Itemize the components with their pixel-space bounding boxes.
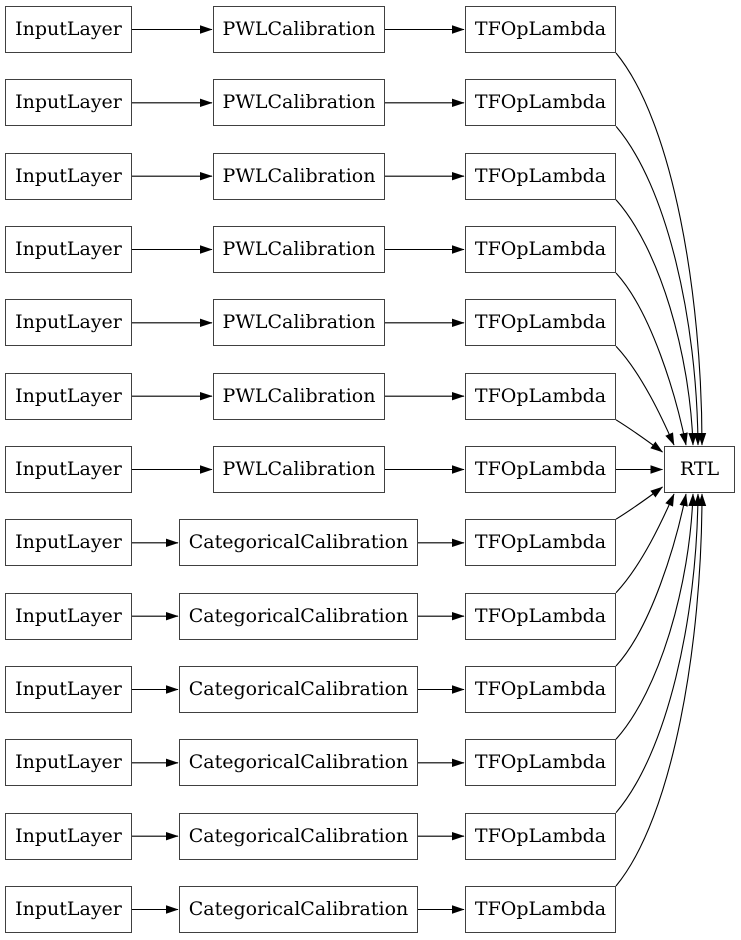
node-categoricalcalibration-10: CategoricalCalibration bbox=[179, 665, 418, 713]
node-categoricalcalibration-12-label: CategoricalCalibration bbox=[188, 824, 409, 847]
node-categoricalcalibration-10-label: CategoricalCalibration bbox=[188, 677, 409, 700]
node-rtl: RTL bbox=[664, 445, 735, 493]
node-tfoplambda-12: TFOpLambda bbox=[465, 812, 616, 860]
edge-lambda-4-to-rtl bbox=[615, 272, 688, 446]
node-tfoplambda-9: TFOpLambda bbox=[465, 592, 616, 640]
node-tfoplambda-6: TFOpLambda bbox=[465, 372, 616, 420]
edge-lambda-5-to-rtl bbox=[615, 345, 675, 446]
node-pwlcalibration-1: PWLCalibration bbox=[213, 6, 385, 53]
edge-lambda-8-to-rtl bbox=[615, 486, 663, 520]
node-tfoplambda-2: TFOpLambda bbox=[465, 79, 616, 127]
node-categoricalcalibration-8-label: CategoricalCalibration bbox=[188, 531, 409, 554]
edge-lambda-10-to-rtl bbox=[615, 493, 688, 667]
node-tfoplambda-3-label: TFOpLambda bbox=[474, 164, 607, 187]
node-pwlcalibration-1-label: PWLCalibration bbox=[222, 18, 376, 40]
node-tfoplambda-5: TFOpLambda bbox=[465, 299, 616, 347]
node-inputlayer-4: InputLayer bbox=[5, 225, 132, 273]
edge-lambda-1-to-rtl bbox=[615, 52, 707, 446]
node-pwlcalibration-7-label: PWLCalibration bbox=[222, 457, 376, 480]
node-inputlayer-8-label: InputLayer bbox=[15, 531, 122, 554]
node-pwlcalibration-7: PWLCalibration bbox=[213, 445, 385, 493]
node-tfoplambda-1: TFOpLambda bbox=[465, 6, 616, 53]
node-inputlayer-7: InputLayer bbox=[5, 445, 132, 493]
node-inputlayer-10-label: InputLayer bbox=[15, 677, 122, 700]
node-rtl-label: RTL bbox=[679, 457, 720, 480]
edge-lambda-2-to-rtl bbox=[615, 125, 703, 446]
node-inputlayer-2-label: InputLayer bbox=[15, 91, 122, 114]
node-inputlayer-3-label: InputLayer bbox=[15, 164, 122, 187]
node-pwlcalibration-4: PWLCalibration bbox=[213, 225, 385, 273]
node-inputlayer-3: InputLayer bbox=[5, 152, 132, 200]
edge-lambda-12-to-rtl bbox=[615, 493, 703, 814]
node-tfoplambda-2-label: TFOpLambda bbox=[474, 91, 607, 114]
node-inputlayer-11-label: InputLayer bbox=[15, 751, 122, 774]
node-tfoplambda-13-label: TFOpLambda bbox=[474, 897, 607, 920]
node-inputlayer-1: InputLayer bbox=[5, 6, 132, 53]
edge-lambda-9-to-rtl bbox=[615, 493, 675, 594]
node-categoricalcalibration-11-label: CategoricalCalibration bbox=[188, 751, 409, 774]
node-categoricalcalibration-13-label: CategoricalCalibration bbox=[188, 897, 409, 920]
node-tfoplambda-11: TFOpLambda bbox=[465, 739, 616, 787]
node-inputlayer-2: InputLayer bbox=[5, 79, 132, 127]
edge-lambda-3-to-rtl bbox=[615, 199, 697, 446]
node-inputlayer-8: InputLayer bbox=[5, 519, 132, 567]
node-inputlayer-5-label: InputLayer bbox=[15, 311, 122, 334]
node-inputlayer-9-label: InputLayer bbox=[15, 604, 122, 627]
node-tfoplambda-12-label: TFOpLambda bbox=[474, 824, 607, 847]
node-categoricalcalibration-11: CategoricalCalibration bbox=[179, 739, 418, 787]
node-inputlayer-11: InputLayer bbox=[5, 739, 132, 787]
node-inputlayer-13: InputLayer bbox=[5, 885, 132, 933]
node-tfoplambda-1-label: TFOpLambda bbox=[474, 18, 607, 40]
node-tfoplambda-7: TFOpLambda bbox=[465, 445, 616, 493]
node-pwlcalibration-6-label: PWLCalibration bbox=[222, 384, 376, 407]
node-tfoplambda-10: TFOpLambda bbox=[465, 665, 616, 713]
node-tfoplambda-7-label: TFOpLambda bbox=[474, 457, 607, 480]
node-inputlayer-4-label: InputLayer bbox=[15, 237, 122, 260]
node-tfoplambda-9-label: TFOpLambda bbox=[474, 604, 607, 627]
node-inputlayer-6-label: InputLayer bbox=[15, 384, 122, 407]
node-inputlayer-13-label: InputLayer bbox=[15, 897, 122, 920]
node-tfoplambda-13: TFOpLambda bbox=[465, 885, 616, 933]
node-pwlcalibration-2: PWLCalibration bbox=[213, 79, 385, 127]
node-tfoplambda-4-label: TFOpLambda bbox=[474, 237, 607, 260]
node-tfoplambda-4: TFOpLambda bbox=[465, 225, 616, 273]
node-categoricalcalibration-9-label: CategoricalCalibration bbox=[188, 604, 409, 627]
node-inputlayer-1-label: InputLayer bbox=[15, 18, 122, 40]
node-categoricalcalibration-12: CategoricalCalibration bbox=[179, 812, 418, 860]
node-inputlayer-12-label: InputLayer bbox=[15, 824, 122, 847]
node-categoricalcalibration-8: CategoricalCalibration bbox=[179, 519, 418, 567]
node-inputlayer-5: InputLayer bbox=[5, 299, 132, 347]
node-pwlcalibration-3-label: PWLCalibration bbox=[222, 164, 376, 187]
node-categoricalcalibration-13: CategoricalCalibration bbox=[179, 885, 418, 933]
node-inputlayer-7-label: InputLayer bbox=[15, 457, 122, 480]
node-inputlayer-6: InputLayer bbox=[5, 372, 132, 420]
node-tfoplambda-11-label: TFOpLambda bbox=[474, 751, 607, 774]
node-tfoplambda-8: TFOpLambda bbox=[465, 519, 616, 567]
node-pwlcalibration-2-label: PWLCalibration bbox=[222, 91, 376, 114]
edge-lambda-13-to-rtl bbox=[615, 493, 707, 887]
node-tfoplambda-10-label: TFOpLambda bbox=[474, 677, 607, 700]
node-tfoplambda-3: TFOpLambda bbox=[465, 152, 616, 200]
node-pwlcalibration-5-label: PWLCalibration bbox=[222, 311, 376, 334]
node-inputlayer-9: InputLayer bbox=[5, 592, 132, 640]
node-tfoplambda-6-label: TFOpLambda bbox=[474, 384, 607, 407]
node-inputlayer-12: InputLayer bbox=[5, 812, 132, 860]
node-tfoplambda-5-label: TFOpLambda bbox=[474, 311, 607, 334]
node-pwlcalibration-4-label: PWLCalibration bbox=[222, 237, 376, 260]
node-pwlcalibration-3: PWLCalibration bbox=[213, 152, 385, 200]
node-categoricalcalibration-9: CategoricalCalibration bbox=[179, 592, 418, 640]
node-tfoplambda-8-label: TFOpLambda bbox=[474, 531, 607, 554]
node-pwlcalibration-5: PWLCalibration bbox=[213, 299, 385, 347]
node-inputlayer-10: InputLayer bbox=[5, 665, 132, 713]
edge-lambda-6-to-rtl bbox=[615, 419, 663, 453]
edge-lambda-11-to-rtl bbox=[615, 493, 697, 740]
node-pwlcalibration-6: PWLCalibration bbox=[213, 372, 385, 420]
